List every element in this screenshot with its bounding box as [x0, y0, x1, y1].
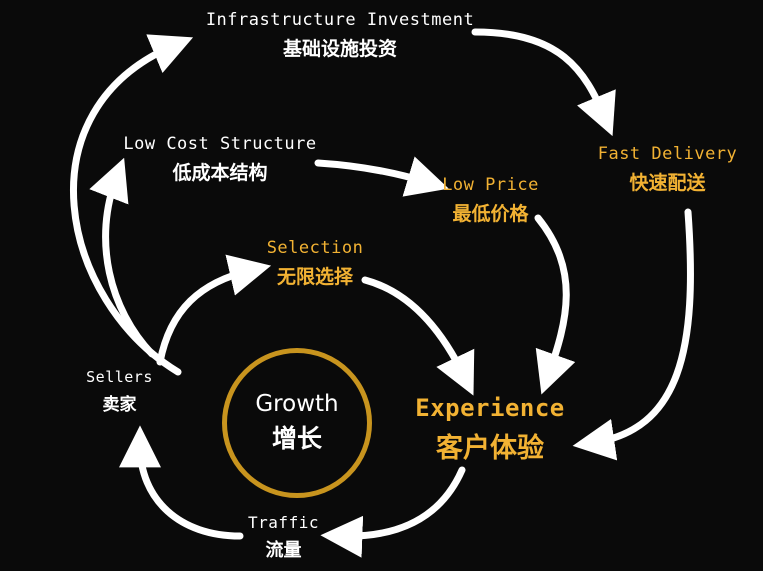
node-low-cost-zh: 低成本结构 — [172, 162, 268, 184]
arrow-sellers-to-low-cost — [89, 157, 156, 358]
node-experience: Experience 客户体验 — [400, 394, 580, 465]
node-fast-delivery-en: Fast Delivery — [597, 144, 738, 164]
node-infrastructure-en: Infrastructure Investment — [205, 10, 475, 30]
node-experience-zh: 客户体验 — [436, 433, 544, 464]
node-low-cost-en: Low Cost Structure — [123, 134, 317, 154]
arrow-sellers-to-selection — [156, 254, 272, 366]
growth-circle: Growth 增长 — [222, 348, 372, 498]
node-selection-en: Selection — [266, 238, 364, 258]
node-fast-delivery: Fast Delivery 快速配送 — [585, 144, 750, 195]
node-selection: Selection 无限选择 — [255, 238, 375, 289]
node-experience-en: Experience — [415, 394, 565, 422]
node-traffic-zh: 流量 — [265, 540, 302, 561]
node-fast-delivery-zh: 快速配送 — [629, 172, 706, 194]
arrow-low-cost-to-low-price — [314, 156, 449, 197]
arrow-experience-to-traffic — [320, 466, 466, 558]
growth-zh: 增长 — [271, 424, 322, 453]
growth-en: Growth — [255, 391, 339, 417]
arrow-selection-to-experience — [361, 276, 475, 396]
node-low-price-en: Low Price — [442, 175, 539, 195]
node-traffic-en: Traffic — [248, 513, 319, 532]
node-sellers-zh: 卖家 — [102, 395, 137, 415]
node-infrastructure: Infrastructure Investment 基础设施投资 — [195, 10, 485, 61]
node-infrastructure-zh: 基础设施投资 — [282, 38, 397, 60]
arrow-low-price-to-experience — [534, 214, 576, 395]
node-sellers-en: Sellers — [86, 368, 153, 386]
arrow-traffic-to-sellers — [119, 425, 244, 540]
node-selection-zh: 无限选择 — [276, 266, 353, 288]
node-low-cost: Low Cost Structure 低成本结构 — [110, 134, 330, 185]
arrow-fast-delivery-to-experience — [572, 208, 694, 461]
node-traffic: Traffic 流量 — [236, 513, 331, 562]
arrow-infrastructure-to-fast-delivery — [471, 28, 616, 137]
node-sellers: Sellers 卖家 — [72, 368, 167, 415]
node-low-price: Low Price 最低价格 — [428, 175, 553, 226]
node-low-price-zh: 最低价格 — [452, 203, 529, 225]
